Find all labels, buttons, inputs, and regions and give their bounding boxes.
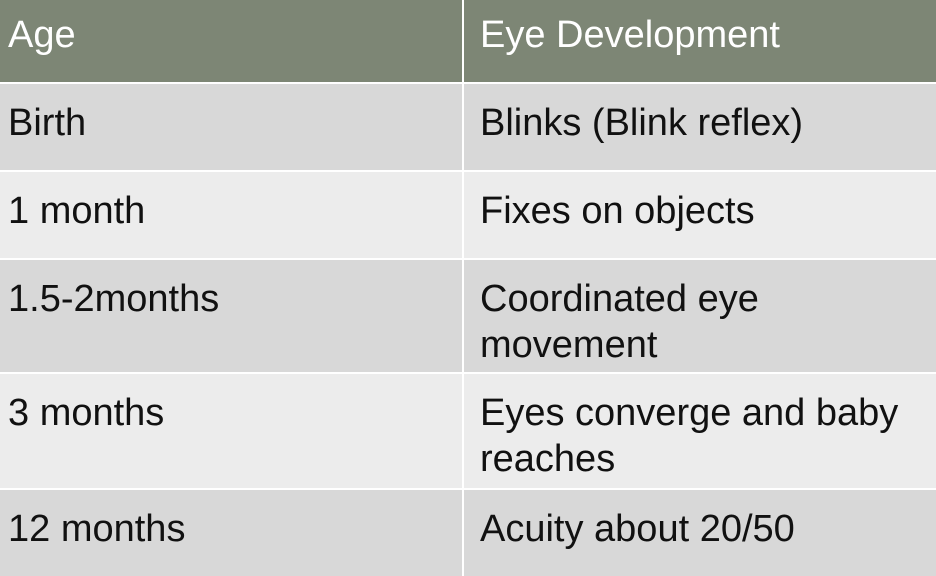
row-1-age: Birth: [0, 84, 464, 172]
row-4-age: 3 months: [0, 374, 464, 490]
row-1-development: Blinks (Blink reflex): [464, 84, 936, 172]
row-3-development: Coordinated eye movement: [464, 260, 936, 374]
row-4-development: Eyes converge and baby reaches: [464, 374, 936, 490]
header-eye-development: Eye Development: [464, 0, 936, 84]
row-5-age: 12 months: [0, 490, 464, 576]
row-5-development: Acuity about 20/50: [464, 490, 936, 576]
row-2-development: Fixes on objects: [464, 172, 936, 260]
row-2-age: 1 month: [0, 172, 464, 260]
header-age: Age: [0, 0, 464, 84]
row-3-age: 1.5-2months: [0, 260, 464, 374]
